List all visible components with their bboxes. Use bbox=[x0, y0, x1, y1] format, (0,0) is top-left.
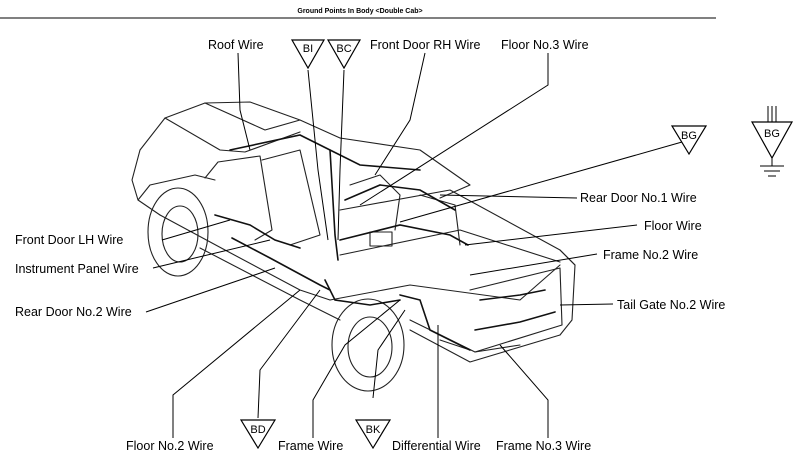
label-frame-wire: Frame Wire bbox=[278, 439, 343, 453]
ground-point-bc: BC bbox=[326, 39, 362, 70]
front-left-wheel bbox=[147, 187, 209, 277]
ground-point-bd: BD bbox=[239, 419, 277, 450]
ground-point-bk-label: BK bbox=[366, 424, 381, 436]
label-frame-no3-wire: Frame No.3 Wire bbox=[496, 439, 591, 453]
ground-symbol-label: BG bbox=[764, 128, 780, 140]
ground-point-bc-label: BC bbox=[336, 43, 351, 55]
page-title: Ground Points In Body <Double Cab> bbox=[297, 8, 422, 15]
label-instrument-panel-wire: Instrument Panel Wire bbox=[15, 262, 139, 276]
ground-point-bg: BG bbox=[670, 125, 708, 156]
label-tail-gate-no2-wire: Tail Gate No.2 Wire bbox=[617, 298, 725, 312]
label-floor-no2-wire: Floor No.2 Wire bbox=[126, 439, 214, 453]
ground-symbol-icon: BG bbox=[750, 106, 794, 177]
label-front-door-lh-wire: Front Door LH Wire bbox=[15, 233, 123, 247]
ground-point-bi: BI bbox=[290, 39, 326, 70]
rear-left-wheel bbox=[331, 298, 405, 392]
label-differential-wire: Differential Wire bbox=[392, 439, 481, 453]
label-front-door-rh-wire: Front Door RH Wire bbox=[370, 38, 480, 52]
label-rear-door-no1-wire: Rear Door No.1 Wire bbox=[580, 191, 697, 205]
label-rear-door-no2-wire: Rear Door No.2 Wire bbox=[15, 305, 132, 319]
ground-point-bk: BK bbox=[354, 419, 392, 450]
ground-point-bi-label: BI bbox=[303, 43, 313, 55]
label-floor-no3-wire: Floor No.3 Wire bbox=[501, 38, 589, 52]
label-roof-wire: Roof Wire bbox=[208, 38, 264, 52]
ground-point-bg-label: BG bbox=[681, 130, 697, 142]
leader-lines bbox=[145, 52, 683, 438]
label-frame-no2-wire: Frame No.2 Wire bbox=[603, 248, 698, 262]
label-floor-wire: Floor Wire bbox=[644, 219, 702, 233]
truck-body bbox=[131, 101, 576, 392]
ground-point-bd-label: BD bbox=[250, 424, 265, 436]
